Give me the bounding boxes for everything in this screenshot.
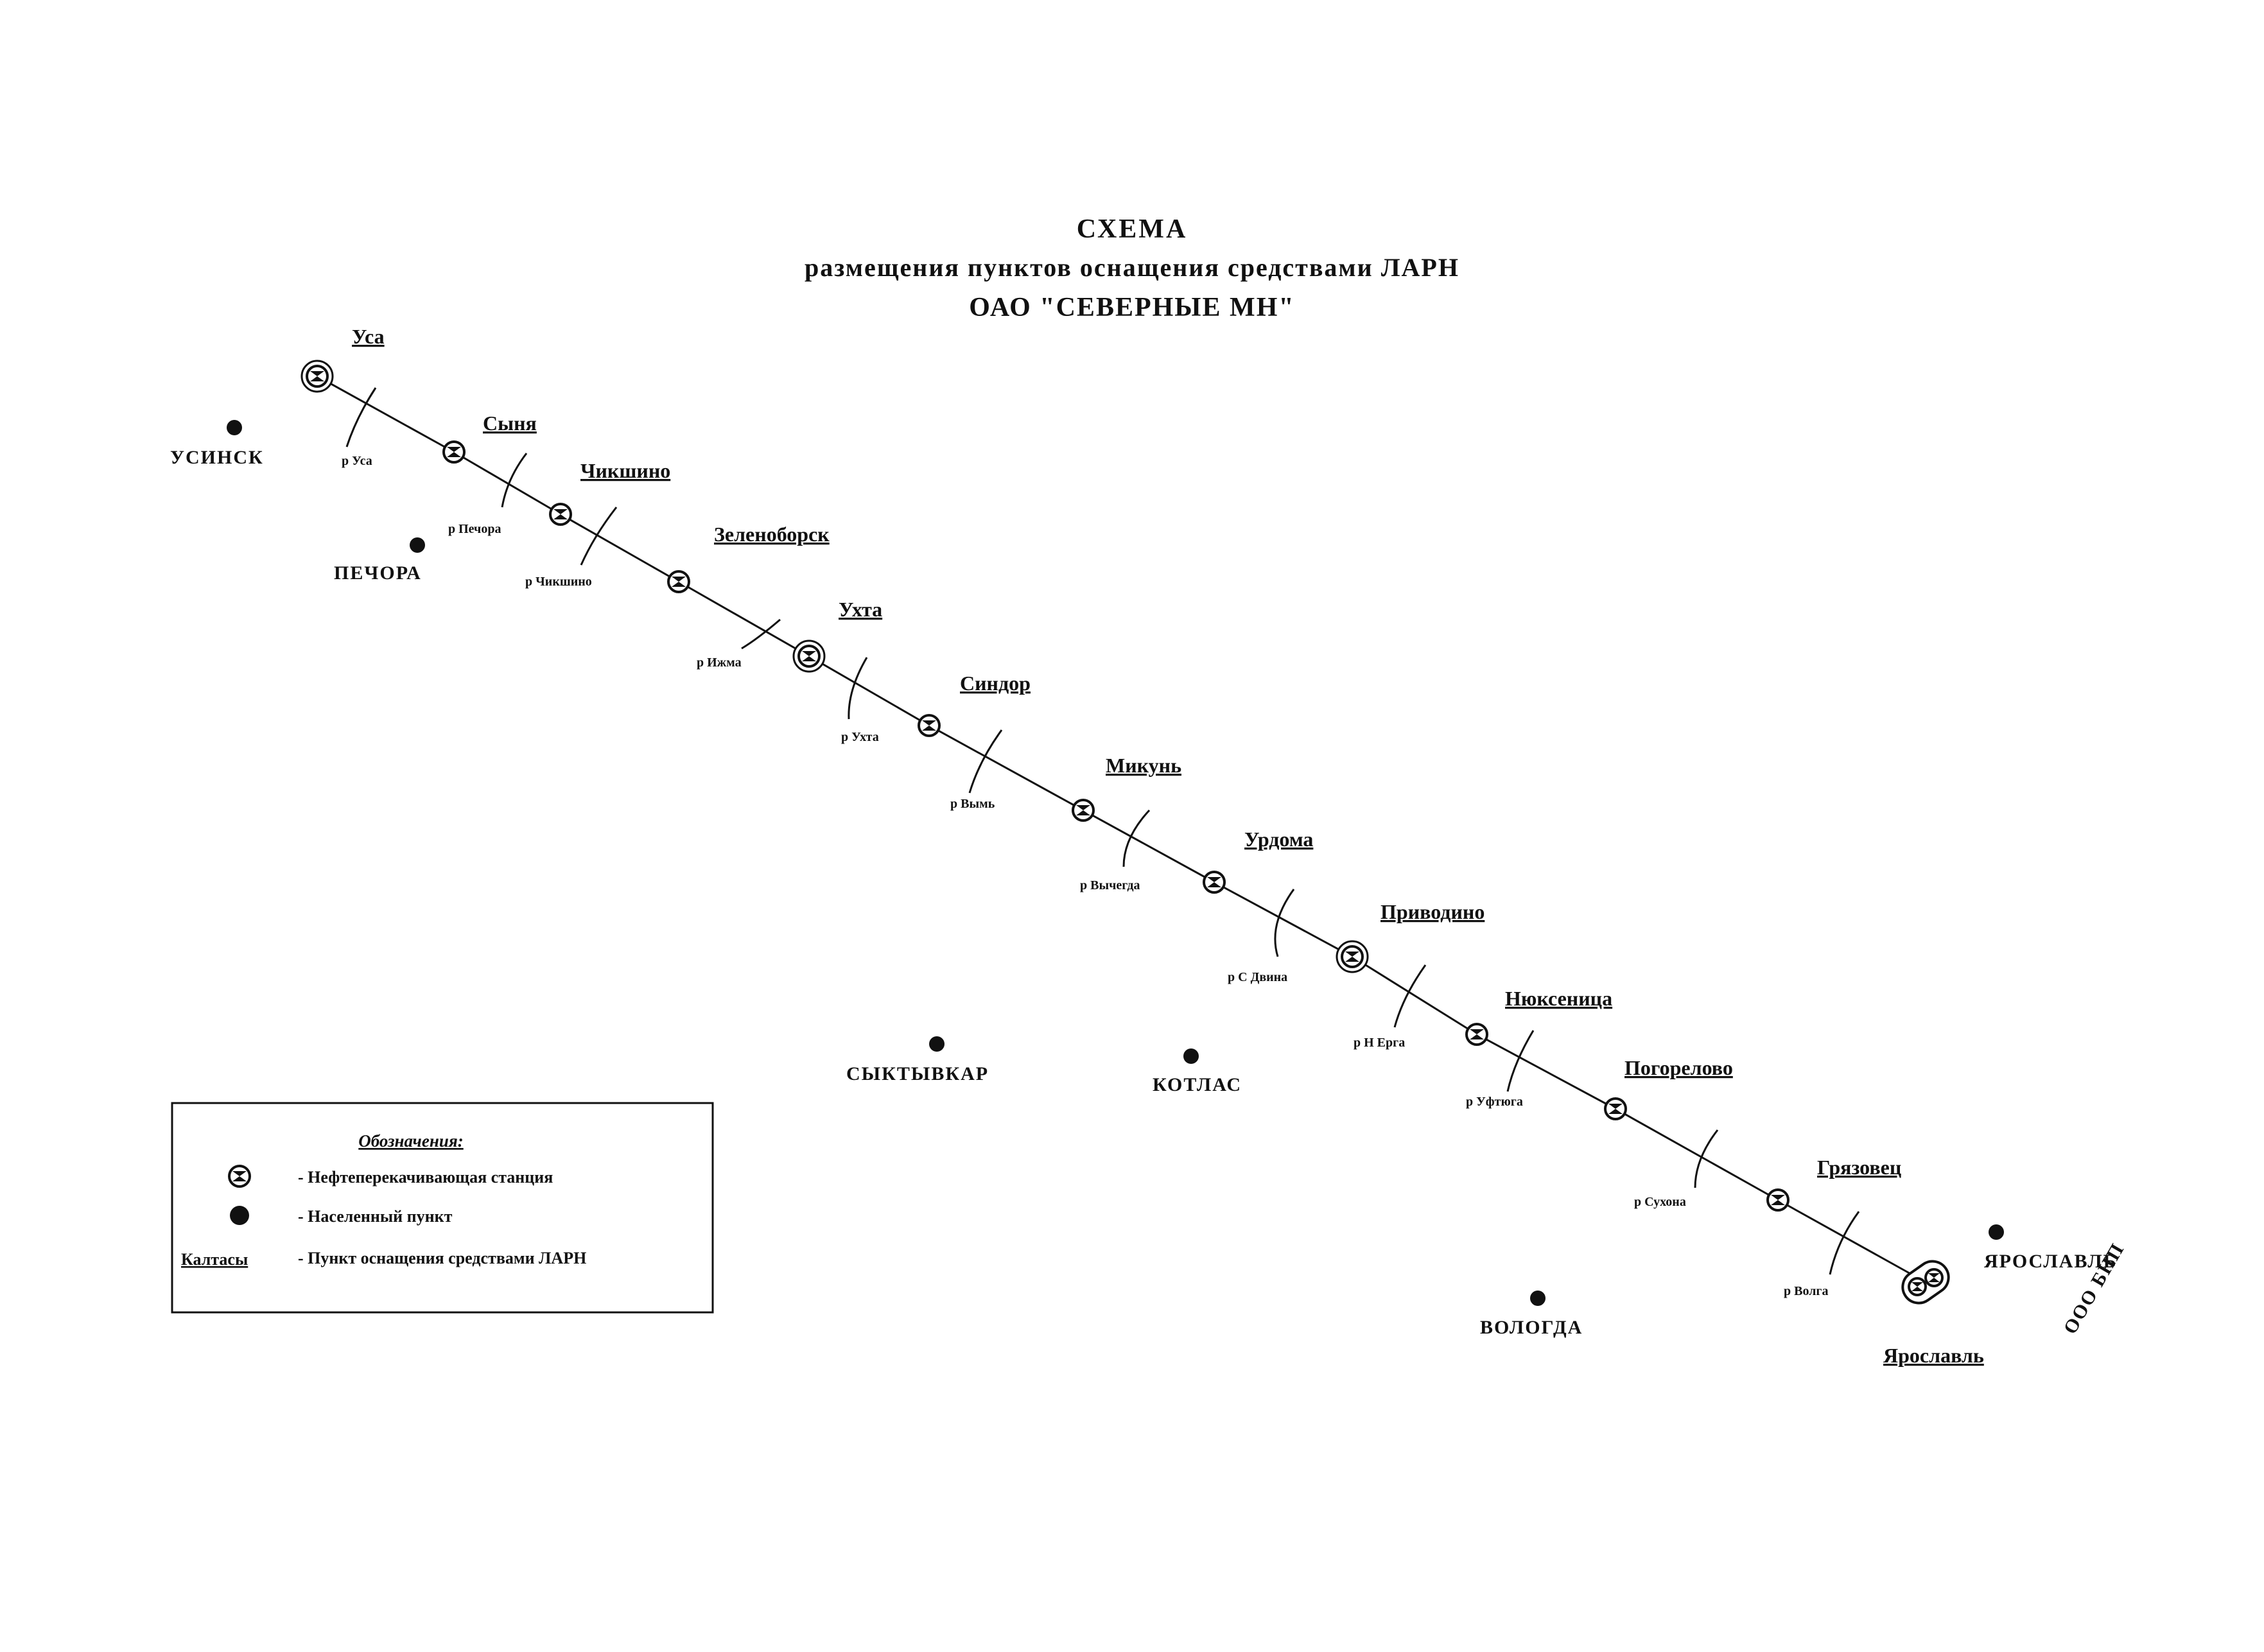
station-label-usa: Уса — [352, 325, 385, 348]
river-label-ukhta: р Ухта — [841, 730, 879, 744]
river-label-sukhona: р Сухона — [1634, 1195, 1686, 1209]
river-crossings: р Уса р Печора р Чикшино р Ижма р Ухта р Вымь… — [342, 387, 1860, 1298]
settlement-dot-vologda — [1530, 1291, 1546, 1306]
river-crossing-ukhta: р Ухта — [841, 657, 879, 744]
river-line-vym — [968, 729, 1003, 794]
river-crossing-vychegda: р Вычегда — [1080, 809, 1151, 892]
river-crossing-sukhona: р Сухона — [1634, 1129, 1719, 1209]
river-line-usa — [345, 387, 377, 448]
river-line-pechora — [501, 453, 528, 508]
river-line-volga — [1829, 1211, 1860, 1275]
station-label-mikun: Микунь — [1106, 754, 1181, 777]
settlement-dot-pechora — [410, 537, 425, 553]
title-line-1: СХЕМА — [1077, 214, 1188, 244]
station-marker-ukhta — [792, 639, 826, 673]
legend-pump-station-icon — [228, 1165, 251, 1188]
river-label-nerga: р Н Ерга — [1354, 1036, 1405, 1050]
river-crossing-pechora: р Печора — [448, 453, 528, 536]
river-line-uftyuga — [1506, 1030, 1535, 1092]
river-crossing-volga: р Волга — [1784, 1211, 1860, 1298]
river-label-uftyuga: р Уфтюга — [1466, 1095, 1523, 1109]
river-line-ukhta — [848, 657, 868, 720]
settlement-usinsk: УСИНСК — [170, 420, 264, 468]
settlement-yaroslavl: ЯРОСЛАВЛЬ — [1984, 1224, 2118, 1272]
settlement-dot-yaroslavl — [1989, 1224, 2004, 1240]
settlement-label-kotlas: КОТЛАС — [1153, 1074, 1242, 1095]
station-marker-nyuksenitsa — [1465, 1023, 1488, 1046]
station-marker-zelenoborsk — [667, 570, 690, 593]
river-line-vychegda — [1122, 809, 1151, 867]
settlement-label-vologda: ВОЛОГДА — [1480, 1317, 1583, 1338]
river-crossing-nerga: р Н Ерга — [1354, 964, 1427, 1050]
station-label-yaroslavl: Ярославль — [1883, 1344, 1984, 1367]
settlements: УСИНСК ПЕЧОРА СЫКТЫВКАР КОТЛАС ВОЛОГДА ЯРОСЛА… — [170, 420, 2118, 1338]
river-label-pechora: р Печора — [448, 522, 501, 536]
station-label-chikshino: Чикшино — [580, 459, 670, 482]
station-marker-chikshino — [549, 503, 572, 526]
river-label-volga: р Волга — [1784, 1284, 1829, 1298]
legend-item-larn-point: - Пункт оснащения средствами ЛАРН — [298, 1249, 586, 1267]
station-label-ukhta: Ухта — [839, 598, 882, 621]
settlement-vologda: ВОЛОГДА — [1480, 1291, 1583, 1338]
legend: Обозначения: - Нефтеперекачивающая станц… — [171, 1102, 714, 1314]
river-crossing-sdvina: р С Двина — [1228, 889, 1295, 984]
settlement-syktyvkar: СЫКТЫВКАР — [846, 1036, 989, 1084]
station-marker-sindor — [918, 714, 941, 737]
river-line-izhma — [741, 618, 781, 650]
title-line-3: ОАО "СЕВЕРНЫЕ МН" — [969, 293, 1294, 322]
station-label-pogorelovo: Погорелово — [1624, 1056, 1733, 1079]
station-marker-yaroslavl — [1901, 1260, 1950, 1305]
settlement-kotlas: КОТЛАС — [1153, 1048, 1242, 1095]
settlement-dot-kotlas — [1183, 1048, 1199, 1064]
river-crossing-vym: р Вымь — [950, 729, 1003, 811]
station-label-privodino: Приводино — [1380, 900, 1485, 923]
settlement-dot-syktyvkar — [929, 1036, 945, 1052]
station-marker-usa — [300, 360, 334, 393]
river-crossing-uftyuga: р Уфтюга — [1466, 1030, 1535, 1109]
settlement-label-usinsk: УСИНСК — [170, 447, 264, 468]
legend-settlement-icon — [230, 1206, 249, 1225]
river-label-chikshino: р Чикшино — [525, 575, 592, 589]
river-line-sdvina — [1274, 889, 1295, 957]
river-label-sdvina: р С Двина — [1228, 970, 1287, 984]
river-label-izhma: р Ижма — [697, 656, 742, 670]
legend-item-settlement: - Населенный пункт — [298, 1207, 453, 1226]
station-label-nyuksenitsa: Нюксеница — [1505, 987, 1612, 1010]
legend-item-pump-station: - Нефтеперекачивающая станция — [298, 1168, 553, 1187]
pump-stations — [300, 360, 1950, 1305]
river-line-sukhona — [1694, 1129, 1719, 1188]
station-marker-privodino — [1336, 940, 1369, 973]
settlement-label-pechora: ПЕЧОРА — [334, 562, 422, 584]
river-line-chikshino — [580, 507, 618, 566]
river-label-vychegda: р Вычегда — [1080, 878, 1140, 892]
station-labels: УсаСыняЧикшиноЗеленоборскУхтаСиндорМикун… — [352, 325, 1984, 1367]
station-label-sindor: Синдор — [960, 672, 1031, 695]
station-marker-mikun — [1072, 799, 1095, 822]
station-marker-urdoma — [1203, 871, 1226, 894]
scheme-title: СХЕМА размещения пунктов оснащения средс… — [805, 214, 1459, 322]
legend-frame — [171, 1102, 714, 1314]
river-crossing-chikshino: р Чикшино — [525, 507, 618, 589]
settlement-dot-usinsk — [227, 420, 242, 435]
station-label-urdoma: Урдома — [1244, 828, 1313, 851]
river-line-nerga — [1393, 964, 1427, 1028]
river-crossing-usa: р Уса — [342, 387, 377, 468]
river-label-vym: р Вымь — [950, 797, 995, 811]
station-label-synya: Сыня — [483, 412, 537, 435]
legend-sample-label: Калтасы — [181, 1250, 248, 1269]
settlement-label-syktyvkar: СЫКТЫВКАР — [846, 1063, 989, 1084]
legend-title: Обозначения: — [358, 1131, 464, 1151]
settlement-pechora: ПЕЧОРА — [334, 537, 425, 584]
station-marker-pogorelovo — [1604, 1097, 1627, 1120]
title-line-2: размещения пунктов оснащения средствами … — [805, 253, 1459, 282]
river-crossing-izhma: р Ижма — [697, 618, 781, 670]
station-label-gryazovets: Грязовец — [1817, 1156, 1901, 1179]
station-label-zelenoborsk: Зеленоборск — [714, 523, 830, 546]
settlement-label-yaroslavl: ЯРОСЛАВЛЬ — [1984, 1251, 2118, 1272]
station-marker-gryazovets — [1766, 1188, 1789, 1212]
river-label-usa: р Уса — [342, 454, 372, 468]
station-marker-synya — [442, 440, 466, 464]
